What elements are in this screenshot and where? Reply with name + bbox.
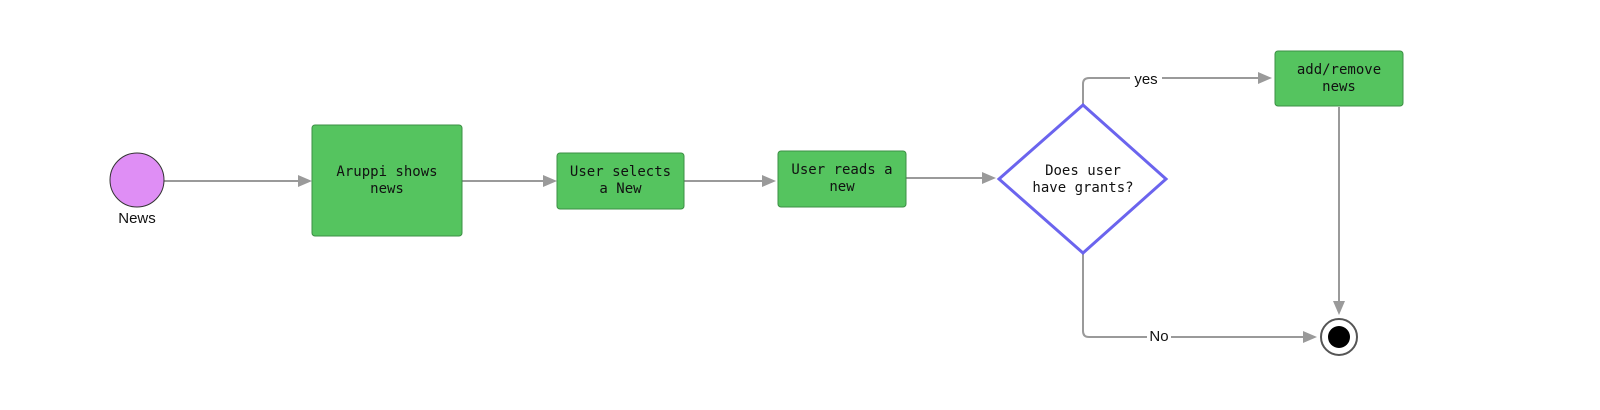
no-label: No xyxy=(1149,328,1168,345)
decision-line-1: Does user xyxy=(1045,163,1121,179)
yes-label: yes xyxy=(1134,71,1157,88)
step-aruppi-shows-news[interactable]: Aruppi shows news xyxy=(311,124,463,237)
arrowhead-reads xyxy=(762,175,776,187)
arrowhead-selects xyxy=(543,175,557,187)
arrowhead-action xyxy=(1258,72,1272,84)
decision-line-2: have grants? xyxy=(1032,180,1133,196)
step-2-line-1: User selects xyxy=(570,164,671,180)
step-1-line-1: Aruppi shows xyxy=(336,164,437,180)
arrowhead-shows xyxy=(298,175,312,187)
yes-edge-label: yes xyxy=(1130,69,1162,88)
decision-has-grants[interactable]: Does user have grants? xyxy=(996,102,1169,256)
no-edge-label: No xyxy=(1147,328,1171,346)
step-2-line-2: a New xyxy=(599,181,642,197)
end-inner-dot xyxy=(1328,326,1350,348)
end-node[interactable] xyxy=(1320,318,1358,356)
action-add-remove-news[interactable]: add/remove news xyxy=(1274,50,1404,107)
arrowhead-end-left xyxy=(1303,331,1317,343)
edge-no xyxy=(1082,252,1308,338)
edge-yes xyxy=(1082,77,1263,104)
decision-diamond xyxy=(996,102,1169,256)
arrowhead-end-top xyxy=(1333,301,1345,315)
action-line-2: news xyxy=(1322,79,1356,95)
step-user-selects-new[interactable]: User selects a New xyxy=(556,152,685,210)
start-label: News xyxy=(118,210,156,227)
start-node[interactable]: News xyxy=(109,152,165,227)
step-1-line-2: news xyxy=(370,181,404,197)
start-circle xyxy=(109,152,165,208)
step-3-line-2: new xyxy=(829,179,855,195)
edges xyxy=(164,72,1345,343)
arrowhead-decision xyxy=(982,172,996,184)
step-3-line-1: User reads a xyxy=(791,162,892,178)
action-line-1: add/remove xyxy=(1297,62,1381,78)
step-user-reads-new[interactable]: User reads a new xyxy=(777,150,907,208)
